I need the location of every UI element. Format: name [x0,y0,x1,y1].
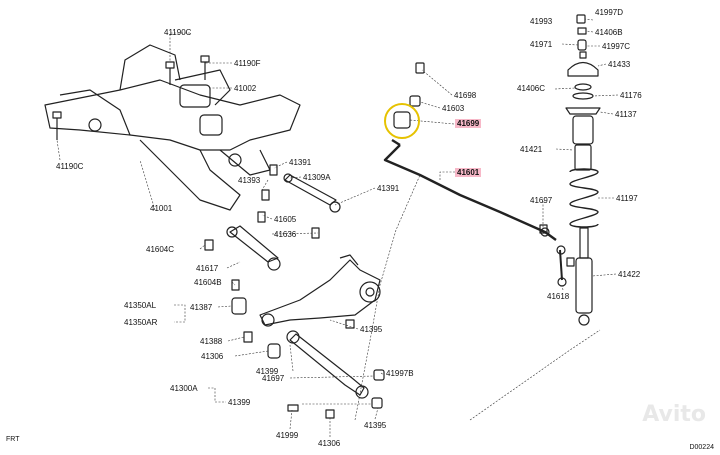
part-41306-b: 41306 [318,439,341,448]
stabilizer-bar [383,144,557,241]
part-41395-b: 41395 [364,421,387,430]
part-41309a: 41309A [303,173,331,182]
bump-stop [572,115,594,145]
part-41137: 41137 [615,110,637,119]
hub [359,281,381,303]
part-41387: 41387 [190,303,213,312]
part-41993: 41993 [530,17,553,26]
part-41603: 41603 [442,104,465,113]
part-41306-a: 41306 [201,352,224,361]
part-41197: 41197 [616,194,638,203]
part-41997b: 41997B [386,369,414,378]
lower-control-arm [229,225,279,263]
highlight-circle [384,103,420,139]
part-41001: 41001 [150,204,173,213]
part-41395-a: 41395 [360,325,383,334]
part-41601-highlight: 41601 [455,168,482,177]
strut-mount [567,61,599,77]
upper-control-arm [284,174,337,206]
lower-arm [289,333,365,396]
part-41399-a: 41399 [256,367,279,376]
crossmember-beam [44,79,301,151]
part-41190f: 41190F [234,59,261,68]
part-41399-b: 41399 [228,398,251,407]
part-41388: 41388 [200,337,223,346]
crossmember-arm [139,139,241,211]
part-41406b: 41406B [595,28,623,37]
part-41176: 41176 [620,91,642,100]
part-41997d: 41997D [595,8,624,17]
diagram-code: D00224 [689,444,714,451]
part-41422: 41422 [618,270,641,279]
shock-absorber [575,257,593,314]
part-41999: 41999 [276,431,299,440]
part-41997c: 41997C [602,42,631,51]
trailing-arm [259,259,381,326]
front-marker: FRT [6,436,20,443]
dust-boot [574,144,592,171]
watermark: Avito [642,402,706,427]
part-41604c: 41604C [146,245,175,254]
part-41433: 41433 [608,60,631,69]
part-41391-b: 41391 [377,184,400,193]
part-41002: 41002 [234,84,257,93]
part-41300a: 41300A [170,384,198,393]
bushing [231,297,247,315]
coil-spring [569,168,599,228]
part-41617: 41617 [196,264,219,273]
part-41605: 41605 [274,215,297,224]
part-41604b: 41604B [194,278,222,287]
part-41406c: 41406C [517,84,546,93]
part-41699-highlight: 41699 [455,119,482,128]
part-41618: 41618 [547,292,570,301]
part-41971: 41971 [530,40,553,49]
part-41190c-top: 41190C [164,28,192,37]
part-41350ar: 41350AR [124,318,158,327]
part-41697-low: 41697 [262,374,285,383]
part-41350al: 41350AL [124,301,157,310]
part-41697: 41697 [530,196,553,205]
part-41636: 41636 [274,230,297,239]
crossmember-bracket [119,44,181,91]
stabilizer-bushing [393,111,411,129]
part-41698: 41698 [454,91,477,100]
part-41391-a: 41391 [289,158,312,167]
part-41190c-left: 41190C [56,162,84,171]
part-41421: 41421 [520,145,543,154]
part-41393: 41393 [238,176,261,185]
